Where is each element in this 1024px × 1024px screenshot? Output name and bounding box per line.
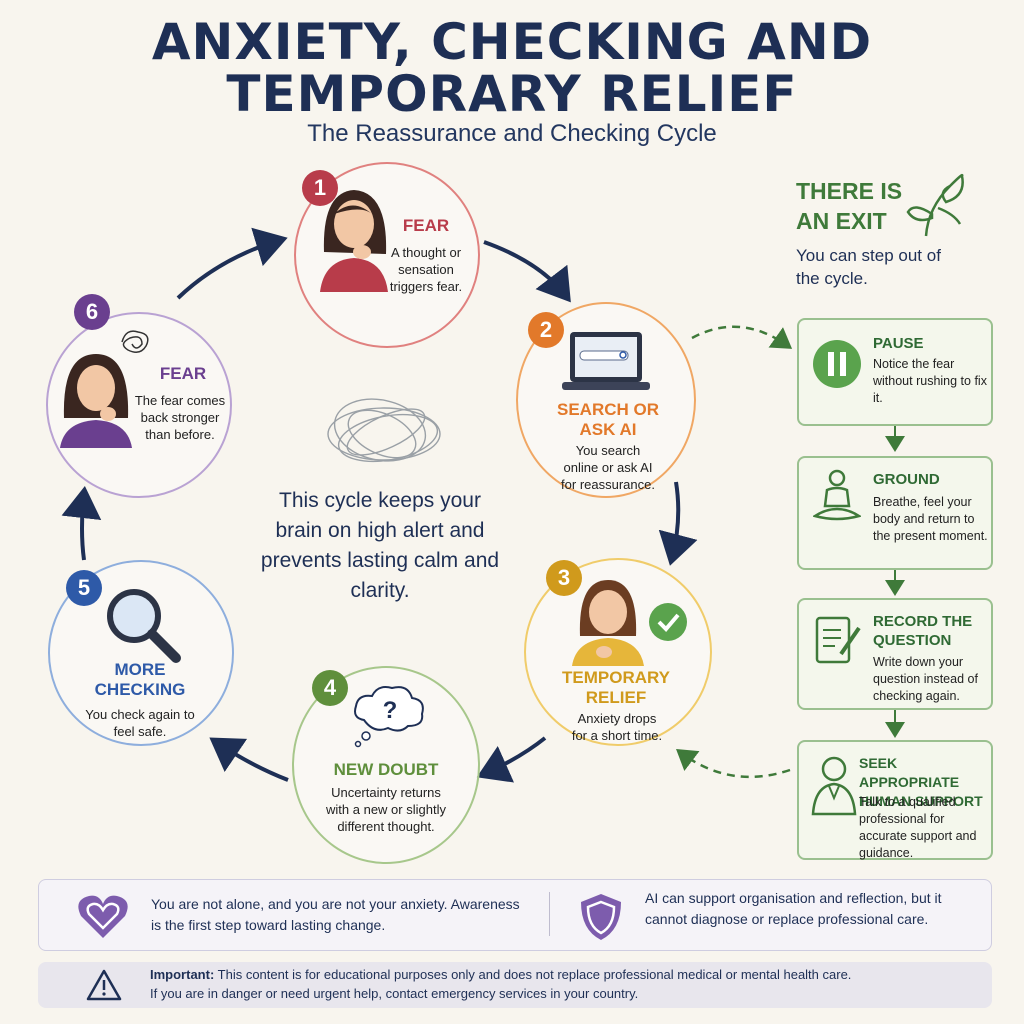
- exit-arrow-in: [691, 325, 793, 349]
- page-subtitle: The Reassurance and Checking Cycle: [307, 120, 717, 147]
- danger-text: If you are in danger or need urgent help…: [150, 986, 639, 1001]
- checkmark-icon: [649, 603, 687, 641]
- step-1-badge: 1: [302, 170, 338, 206]
- notepad-icon: [815, 616, 861, 664]
- laptop-search-icon: [562, 332, 650, 390]
- exit-title: THERE IS AN EXIT: [796, 178, 903, 234]
- exit-step-support-title: SEEK APPROPRIATE HUMAN SUPPORT: [859, 755, 983, 809]
- cycle-center-text: This cycle keeps your brain on high aler…: [260, 489, 500, 602]
- exit-step-ground: GROUND Breathe, feel your body and retur…: [797, 456, 993, 570]
- exit-step-record-desc: Write down your question instead of chec…: [873, 655, 978, 703]
- step-4-desc: Uncertainty returns with a new or slight…: [326, 785, 446, 834]
- leaf-sprout-icon: [906, 173, 964, 237]
- exit-step-record: RECORD THE QUESTION Write down your ques…: [797, 598, 993, 710]
- professional-icon: [811, 756, 857, 816]
- step-1-desc: A thought or sensation triggers fear.: [389, 245, 463, 294]
- arrow-6-to-1: [176, 227, 288, 300]
- exit-step-support: SEEK APPROPRIATE HUMAN SUPPORT Talk to a…: [797, 740, 993, 860]
- step-3-desc: Anxiety drops for a short time.: [571, 711, 663, 743]
- step-2-badge: 2: [528, 312, 564, 348]
- step-4-title: NEW DOUBT: [333, 760, 439, 779]
- page-title-line2: TEMPORARY RELIEF: [226, 65, 798, 123]
- step-3-badge: 3: [546, 560, 582, 596]
- page-title-line1: ANXIETY, CHECKING AND: [151, 13, 873, 71]
- svg-text:?: ?: [383, 697, 398, 724]
- exit-step-record-title: RECORD THE QUESTION: [873, 613, 973, 649]
- exit-arrow-out: [676, 748, 791, 779]
- question-cloud-icon: ?: [354, 686, 424, 748]
- step-2-desc: You search online or ask AI for reassura…: [561, 443, 655, 492]
- exit-step-pause-title: PAUSE: [873, 335, 924, 352]
- exit-step-ground-desc: Breathe, feel your body and return to th…: [873, 495, 988, 543]
- arrow-4-to-5: [209, 737, 289, 782]
- footer-support-text: You are not alone, and you are not your …: [151, 896, 520, 933]
- arrow-1-to-2: [483, 240, 571, 303]
- step-2-title: SEARCH OR ASK AI: [556, 400, 659, 439]
- exit-step-support-desc: Talk to a qualified professional for acc…: [859, 795, 977, 860]
- arrow-2-to-3: [658, 481, 698, 566]
- step-6-desc: The fear comes back stronger than before…: [134, 393, 226, 442]
- tangled-thought-center-icon: [327, 398, 441, 463]
- step-6-badge: 6: [74, 294, 110, 330]
- shield-icon: [581, 894, 621, 940]
- tangled-thought-icon: [121, 330, 149, 353]
- important-text: Important: This content is for education…: [150, 967, 852, 982]
- step-5-desc: You check again to feel safe.: [85, 707, 195, 739]
- step-4-badge: 4: [312, 670, 348, 706]
- exit-subtitle: You can step out of the cycle.: [796, 246, 941, 288]
- important-notice: Important: This content is for education…: [38, 962, 992, 1008]
- step-5-title: MORE CHECKING: [94, 660, 186, 699]
- magnifier-icon: [107, 589, 181, 663]
- pause-icon: [813, 340, 861, 388]
- step-3-title: TEMPORARY RELIEF: [562, 668, 670, 707]
- worried-woman-icon: [320, 190, 388, 292]
- exit-step-ground-title: GROUND: [873, 471, 940, 488]
- arrow-3-to-4: [476, 736, 547, 783]
- arrow-5-to-6: [61, 486, 102, 561]
- anxious-woman-icon: [60, 354, 132, 448]
- exit-step-pause: PAUSE Notice the fear without rushing to…: [797, 318, 993, 426]
- step-5-badge: 5: [66, 570, 102, 606]
- relieved-woman-icon: [572, 580, 644, 666]
- exit-step-pause-desc: Notice the fear without rushing to fix i…: [873, 357, 987, 405]
- heart-icon: [78, 895, 128, 938]
- step-6-title: FEAR: [159, 364, 207, 383]
- footer-message-panel: You are not alone, and you are not your …: [38, 879, 992, 951]
- warning-icon: [86, 969, 122, 1001]
- step-1-title: FEAR: [402, 216, 450, 235]
- footer-divider: [549, 892, 550, 936]
- meditation-icon: [813, 469, 861, 521]
- footer-ai-text: AI can support organisation and reflecti…: [645, 890, 942, 927]
